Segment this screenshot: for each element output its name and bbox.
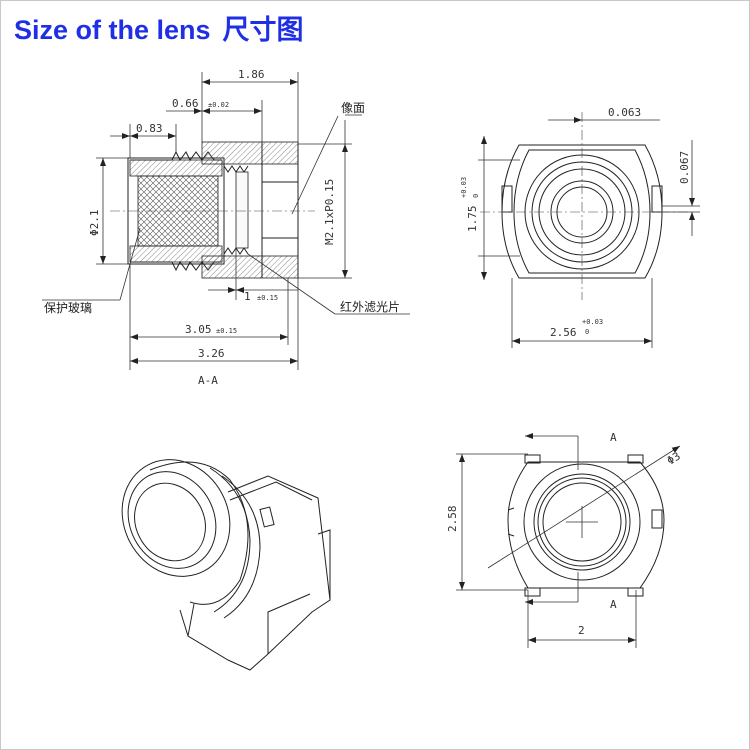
section-view: 1.86 0.66 ±0.02 0.83 像面 M2.1xP0.15 Φ2.1 … <box>42 68 410 387</box>
lens-barrel-section <box>127 141 299 279</box>
dim-filter-offset: 1 <box>244 290 251 303</box>
section-mark-bottom: A <box>610 598 617 611</box>
dim-height-tol-upper: +0.03 <box>460 177 468 198</box>
dim-slot-width: 0.063 <box>608 106 641 119</box>
dim-width: 2.56 <box>550 326 577 339</box>
dim-overall-top: 1.86 <box>238 68 265 81</box>
dim-length: 3.05 <box>185 323 212 336</box>
dim-length-tol: ±0.15 <box>216 327 237 335</box>
title-english: Size of the lens <box>14 15 211 45</box>
section-mark-top: A <box>610 431 617 444</box>
dim-flange: 0.66 <box>172 97 199 110</box>
title-chinese: 尺寸图 <box>222 15 304 46</box>
dim-total: 3.26 <box>198 347 225 360</box>
bottom-view: Φ3 A A 2.58 2 <box>446 431 683 648</box>
label-image-plane: 像面 <box>341 101 365 115</box>
dim-height-tol-lower: 0 <box>472 194 480 198</box>
dim-thread: M2.1xP0.15 <box>323 179 336 245</box>
dim-front: 0.83 <box>136 122 163 135</box>
section-name: A-A <box>198 374 218 387</box>
lens-bottom-outline <box>507 454 665 597</box>
dim-bottom-diameter: Φ3 <box>665 449 683 467</box>
dim-bottom-width: 2 <box>578 624 585 637</box>
front-view: 0.063 0.067 1.75 +0.03 0 2.56 +0.03 0 <box>460 106 700 348</box>
dim-height: 1.75 <box>466 206 479 233</box>
dim-width-tol-lower: 0 <box>585 328 589 336</box>
label-protective-glass: 保护玻璃 <box>44 301 92 315</box>
page-title: Size of the lens 尺寸图 <box>14 8 304 47</box>
dim-filter-offset-tol: ±0.15 <box>257 294 278 302</box>
dim-width-tol-upper: +0.03 <box>582 318 603 326</box>
dim-bottom-height: 2.58 <box>446 506 459 533</box>
label-ir-filter: 红外滤光片 <box>340 299 400 314</box>
dim-slot-depth: 0.067 <box>678 151 691 184</box>
dim-diameter: Φ2.1 <box>88 210 101 237</box>
dim-flange-tol: ±0.02 <box>208 101 229 109</box>
isometric-view <box>121 459 331 671</box>
